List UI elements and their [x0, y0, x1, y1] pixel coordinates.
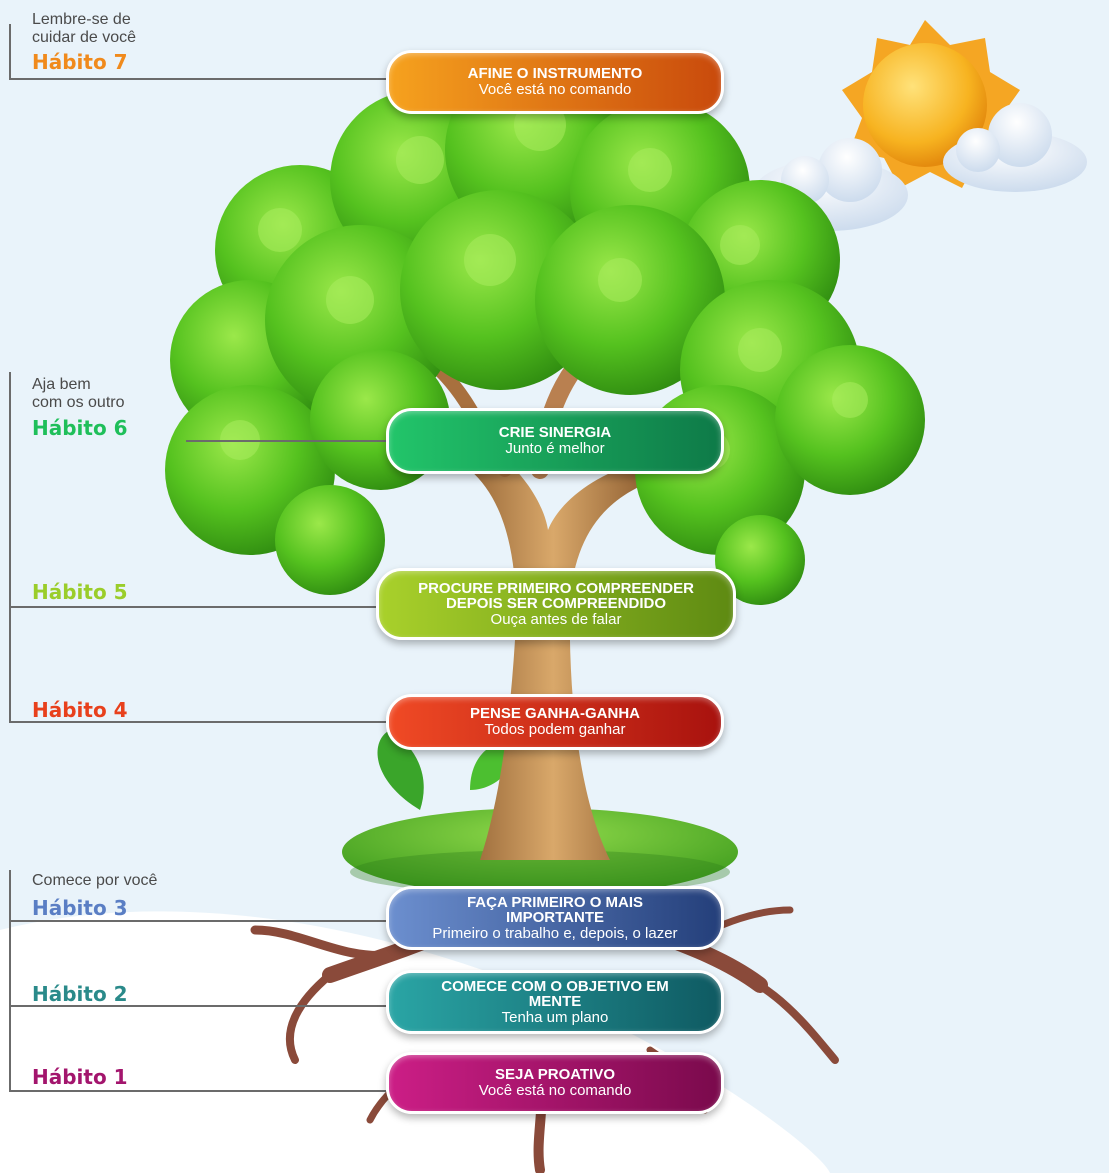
- group-label-self-care: Lembre-se de cuidar de você: [32, 11, 137, 46]
- tree-canopy: [165, 55, 925, 605]
- connector-line-habit-6: [186, 440, 386, 442]
- sun-icon: [842, 20, 1020, 188]
- cloud-icon: [943, 103, 1087, 192]
- habit-pill-7: AFINE O INSTRUMENTO Você está no comando: [386, 50, 724, 114]
- connector-line-habit-1: [9, 1090, 386, 1092]
- group-label-self: Comece por você: [32, 872, 158, 889]
- connector-line-habit-2: [9, 1005, 386, 1007]
- habit-subtitle: Ouça antes de falar: [490, 610, 622, 628]
- habit-label-6: Hábito 6: [32, 416, 128, 440]
- habit-subtitle: Todos podem ganhar: [484, 721, 626, 738]
- habit-title: FAÇA PRIMEIRO O MAIS IMPORTANTE: [466, 893, 644, 926]
- habit-label-3: Hábito 3: [32, 896, 128, 920]
- habit-title: AFINE O INSTRUMENTO: [467, 65, 643, 82]
- habit-subtitle: Você está no comando: [478, 81, 632, 98]
- plant-leaf: [377, 730, 424, 810]
- habit-pill-6: CRIE SINERGIA Junto é melhor: [386, 408, 724, 474]
- connector-line-habit-4: [9, 721, 386, 723]
- group-label-others: Aja bem com os outro: [32, 376, 125, 411]
- habit-label-4: Hábito 4: [32, 698, 128, 722]
- bracket-line-group-1: [9, 24, 11, 79]
- habit-pill-2: COMECE COM O OBJETIVO EM MENTE Tenha um …: [386, 970, 724, 1034]
- habit-title: SEJA PROATIVO: [494, 1066, 616, 1083]
- habit-label-7: Hábito 7: [32, 50, 128, 74]
- habit-title: COMECE COM O OBJETIVO EM MENTE: [441, 977, 669, 1010]
- habit-pill-3: FAÇA PRIMEIRO O MAIS IMPORTANTE Primeiro…: [386, 886, 724, 950]
- connector-line-habit-7: [9, 78, 386, 80]
- tree-trunk: [470, 455, 655, 860]
- habit-pill-4: PENSE GANHA-GANHA Todos podem ganhar: [386, 694, 724, 750]
- habit-title: PROCURE PRIMEIRO COMPREENDER DEPOIS SER …: [418, 579, 694, 612]
- habit-subtitle: Você está no comando: [478, 1082, 632, 1099]
- connector-line-habit-3: [9, 920, 386, 922]
- habit-title: CRIE SINERGIA: [498, 424, 612, 441]
- connector-line-habit-5: [9, 606, 377, 608]
- habit-label-2: Hábito 2: [32, 982, 128, 1006]
- habit-subtitle: Tenha um plano: [501, 1008, 609, 1026]
- habit-label-1: Hábito 1: [32, 1065, 128, 1089]
- habit-subtitle: Primeiro o trabalho e, depois, o lazer: [432, 924, 678, 942]
- habit-pill-5: PROCURE PRIMEIRO COMPREENDER DEPOIS SER …: [376, 568, 736, 640]
- bracket-line-group-3: [9, 870, 11, 1092]
- habit-title: PENSE GANHA-GANHA: [469, 705, 640, 722]
- bracket-line-group-2: [9, 372, 11, 722]
- habit-subtitle: Junto é melhor: [505, 440, 605, 457]
- habit-label-5: Hábito 5: [32, 580, 128, 604]
- habit-pill-1: SEJA PROATIVO Você está no comando: [386, 1052, 724, 1114]
